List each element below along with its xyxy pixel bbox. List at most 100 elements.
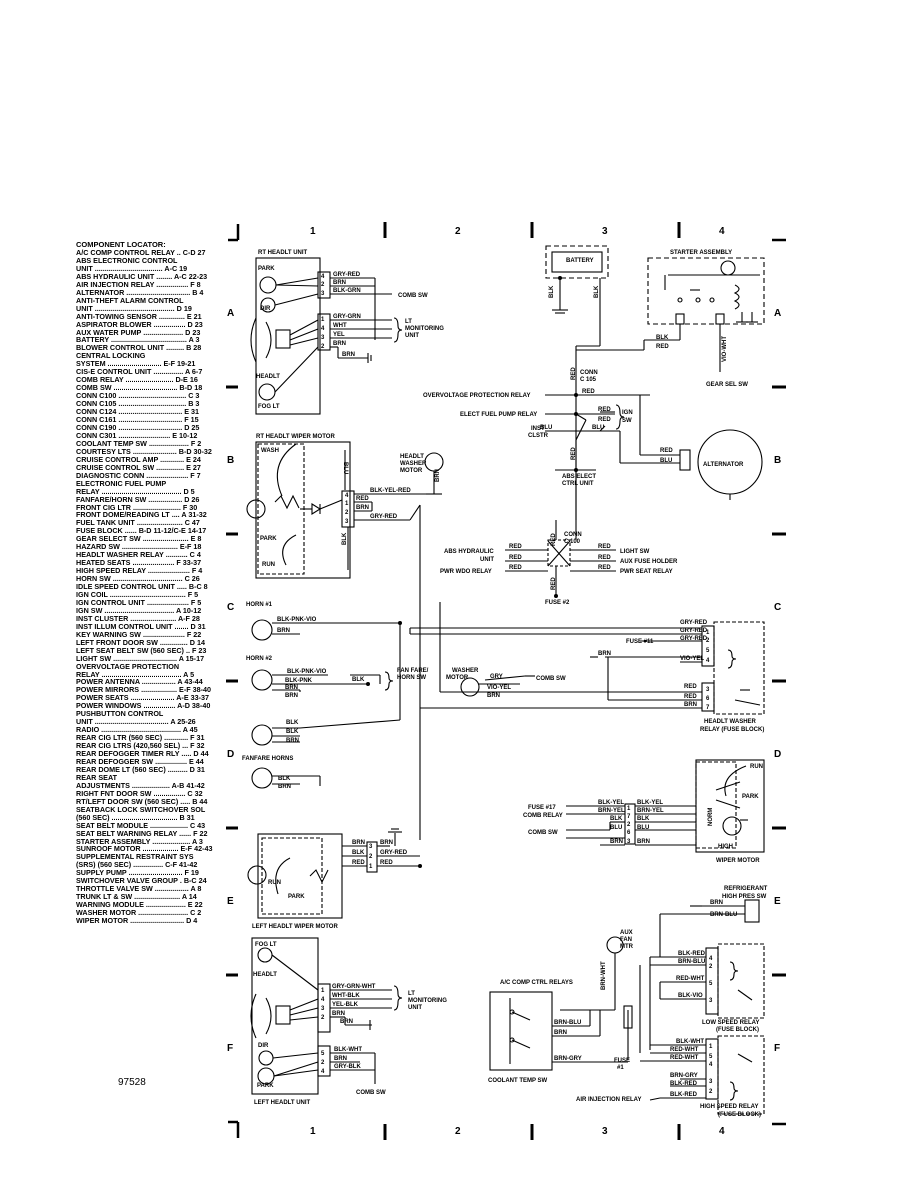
locator-entry: TRUNK LT & SW ....................... A … xyxy=(76,893,197,902)
locator-entry: UNIT .................................. … xyxy=(76,264,188,273)
left-headlt-wire-1: GRY-GRN-WHT xyxy=(332,984,376,990)
left-wiper-pin-2: 2 xyxy=(369,854,373,860)
horn-wire-7: BLK xyxy=(352,677,365,683)
locator-entry: BLOWER CONTROL UNIT ......... B 28 xyxy=(76,344,202,353)
left-headlt-park: PARK xyxy=(257,1083,274,1089)
air-injection-relay: AIR INJECTION RELAY xyxy=(576,1097,641,1103)
relay-pin-7: 7 xyxy=(706,705,710,711)
locator-entry: CIS-E CONTROL UNIT ............... A 6-7 xyxy=(76,368,203,377)
coolant-temp-sw: COOLANT TEMP SW xyxy=(488,1078,548,1084)
grid-row-f-left: F xyxy=(227,1043,233,1054)
locator-entry: CONN C301 .......................... E 1… xyxy=(76,431,198,440)
wiper-left-wire-3: BLK xyxy=(610,816,623,822)
relay-wire-6: RED xyxy=(684,694,697,700)
low-relay-pin-5: 5 xyxy=(709,981,713,987)
rt-headlt-wire-4: GRY-GRN xyxy=(333,314,361,320)
high-relay-pin-1: 1 xyxy=(709,1044,713,1050)
rt-wiper-wash: WASH xyxy=(261,448,279,454)
rt-headlt-pin-1: 4 xyxy=(321,274,325,280)
horn-wire-3: BLK-PNK-VIO xyxy=(287,669,327,675)
locator-entry: ANTI-TOWING SENSOR ............. E 21 xyxy=(76,312,202,321)
low-relay-wire-4: BLK-VIO xyxy=(678,993,703,999)
rt-headlt-pin-7: 2 xyxy=(321,344,325,350)
left-wiper-wire-4: BRN xyxy=(380,840,393,846)
ac-wire-brn: BRN xyxy=(554,1030,567,1036)
wiper-right-wire-1: BLK-YEL xyxy=(637,800,663,806)
left-headlt-title: LEFT HEADLT UNIT xyxy=(254,1100,311,1106)
horn-wire-6: BRN xyxy=(285,693,298,699)
rt-wiper-pin-1: 1 xyxy=(345,501,349,507)
rt-headlt-pin-5: 4 xyxy=(321,326,325,332)
left-headlt-lt-mon-1: LT xyxy=(408,991,415,997)
rt-wiper-pin-4: 4 xyxy=(345,493,349,499)
left-wiper-title: LEFT HEADLT WIPER MOTOR xyxy=(252,924,338,930)
c100-vert-red-2: RED xyxy=(551,577,557,590)
locator-entry: FANFARE/HORN SW ................. D 26 xyxy=(76,495,200,504)
abs-hydraulic-2: UNIT xyxy=(480,557,494,563)
c100-left-wire-3: RED xyxy=(509,565,522,571)
relay-pin-2: 2 xyxy=(706,638,710,644)
refrig-wire-brn: BRN xyxy=(710,900,723,906)
refrigerant-1: REFRIGERANT xyxy=(724,886,768,892)
washer-motor-2: MOTOR xyxy=(446,675,469,681)
starter-wire-vio-wht: VIO-WHT xyxy=(722,336,728,362)
locator-entry: CONN C100 ..............................… xyxy=(76,392,200,401)
wiper-pin-3: 3 xyxy=(627,839,631,845)
wiper-left-wire-4: BLU xyxy=(610,825,622,831)
locator-entry: COMB RELAY ........................ D-E … xyxy=(76,376,198,385)
grid-row-c-left: C xyxy=(227,602,234,613)
locator-entry: SEAT BELT WARNING RELAY ...... F 22 xyxy=(76,829,208,838)
locator-entry: BATTERY ................................… xyxy=(76,336,200,345)
rt-headlt-comb-sw: COMB SW xyxy=(398,293,428,299)
relay-pin-3: 3 xyxy=(706,687,710,693)
rt-wiper-pin-3: 3 xyxy=(345,519,349,525)
mid-wire-red-4: RED xyxy=(598,417,611,423)
locator-entry: LEFT SEAT BELT SW (560 SEC) .. F 23 xyxy=(76,646,207,655)
wiper-motor-title: WIPER MOTOR xyxy=(716,858,760,864)
relay-wire-1: GRY-RED xyxy=(680,620,708,626)
headlt-washer-relay-1: HEADLT WASHER xyxy=(704,719,757,725)
left-headlt-comb-sw: COMB SW xyxy=(356,1090,386,1096)
high-relay-wire-3: RED-WHT xyxy=(670,1055,699,1061)
locator-entry: POWER WINDOWS ................ A-D 38-40 xyxy=(76,702,211,711)
left-headlt-wire-3: YEL-BLK xyxy=(332,1002,359,1008)
locator-entry: REAR CIG LTR (560 SEC) ............ F 31 xyxy=(76,734,205,743)
locator-entry: POWER SEATS ...................... A-E 3… xyxy=(76,694,209,703)
left-headlt-wire-8: GRY-BLK xyxy=(334,1064,361,1070)
relay-pin-5: 5 xyxy=(706,648,710,654)
aux-fan-2: FAN xyxy=(620,937,632,943)
locator-entry: PUSHBUTTON CONTROL xyxy=(76,710,164,719)
grid-col-1-bottom: 1 xyxy=(310,1126,316,1137)
washer-wire-gry: GRY xyxy=(490,674,503,680)
aux-fan-1: AUX xyxy=(620,930,633,936)
left-headlt-lt-mon-3: UNIT xyxy=(408,1005,422,1011)
locator-entry: REAR DEFOGGER TIMER RLY ..... D 44 xyxy=(76,750,209,758)
locator-entry: WARNING MODULE .................... E 22 xyxy=(76,901,203,910)
wiper-right-wire-2: BRN-YEL xyxy=(637,808,664,814)
locator-entry: INST CLUSTER ....................... A-F… xyxy=(76,614,200,623)
locator-entry: ABS HYDRAULIC UNIT ........ A-C 22-23 xyxy=(76,272,208,281)
rt-headlt-pin-6: 3 xyxy=(321,335,325,341)
locator-entry: IGN SW .................................… xyxy=(76,606,202,615)
locator-entry: REAR DOME LT (560 SEC) .......... D 31 xyxy=(76,765,205,774)
grid-col-4-top: 4 xyxy=(719,226,725,237)
rt-headlt-dir-label: DIR xyxy=(260,306,271,312)
grid-row-d-right: D xyxy=(774,749,781,760)
fuse-1-a: FUSE xyxy=(614,1058,630,1064)
rt-headlt-fog-label: FOG LT xyxy=(258,404,280,410)
horn-wire-8: BLK xyxy=(286,720,299,726)
locator-entry: WIPER MOTOR ........................... … xyxy=(76,917,198,926)
locator-entry: COOLANT TEMP SW .................... F 2 xyxy=(76,439,202,448)
locator-entry: FRONT DOME/READING LT .... A 31-32 xyxy=(76,511,207,520)
left-headlt-wire-5: BRN xyxy=(340,1019,353,1025)
wiper-right-wire-3: BLK xyxy=(637,816,650,822)
wiper-park: PARK xyxy=(742,794,759,800)
locator-entry: POWER MIRRORS .................. E-F 38-… xyxy=(76,686,211,695)
locator-entry: RADIO ..................................… xyxy=(76,726,198,735)
overvoltage-relay-label: OVERVOLTAGE PROTECTION RELAY xyxy=(423,393,530,399)
high-speed-relay-1: HIGH SPEED RELAY xyxy=(700,1104,758,1110)
refrig-wire-brn-blu: BRN-BLU xyxy=(710,912,737,918)
grid-row-b-right: B xyxy=(774,455,781,466)
wiper-run: RUN xyxy=(750,764,763,770)
rt-wiper-wire-brn: BRN xyxy=(356,505,369,511)
